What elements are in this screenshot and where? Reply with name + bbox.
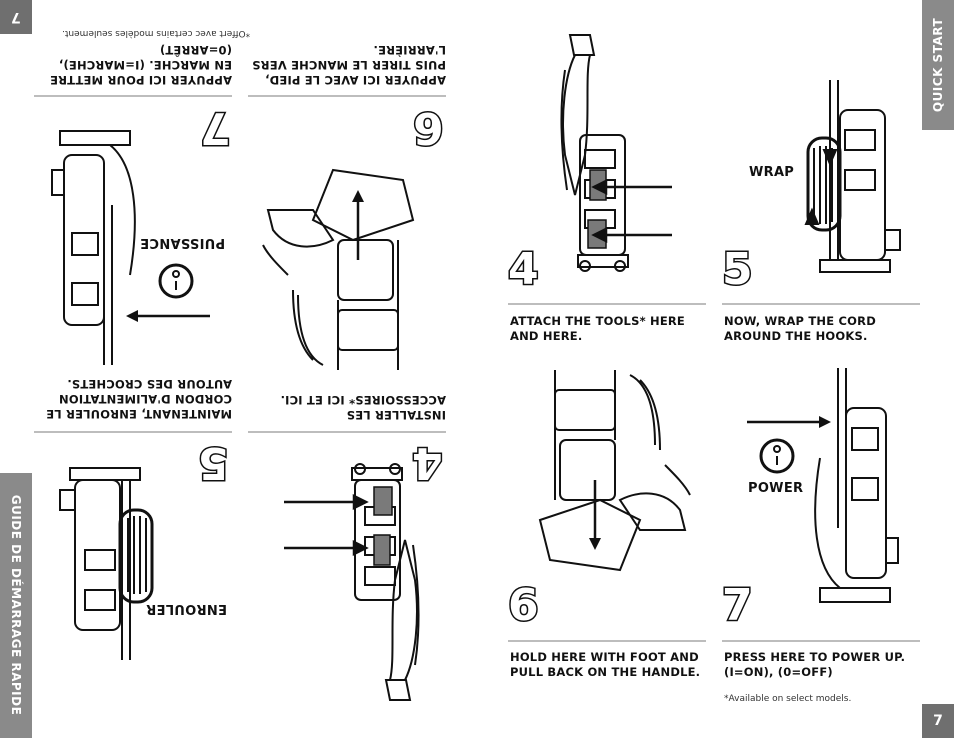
fr-step-6-illustration: [262, 168, 415, 370]
fr-step-6-caption: APPUYER ICI AVEC LE PIED, PUIS TIRER LE …: [246, 42, 446, 87]
step-4-caption: ATTACH THE TOOLS* HERE AND HERE.: [510, 314, 710, 344]
fr-step-6-caption-line-3: L'ARRIÈRE.: [373, 43, 446, 57]
step-4-caption-line-2: AND HERE.: [510, 329, 583, 343]
fr-step-5-caption: MAINTENANT, ENROULER LE CORDON D'ALIMENT…: [32, 376, 232, 421]
puissance-label: PUISSANCE: [140, 235, 226, 250]
fr-step-5-number: 5: [197, 436, 231, 490]
fr-step-5-caption-line-2: CORDON D'ALIMENTATION: [58, 392, 232, 406]
fr-step-7-arrow: [126, 310, 210, 322]
step-6-caption: HOLD HERE WITH FOOT AND PULL BACK ON THE…: [510, 650, 710, 680]
left-page-number: 7: [0, 0, 32, 34]
fr-step-6-number: 6: [412, 101, 446, 155]
fr-step-7-caption-line-3: (0=ARRÊT): [159, 43, 232, 57]
fr-step-4-caption-line-2: ACCESSOIRES* ICI ET ICI.: [280, 393, 446, 407]
quick-start-tab-label: QUICK START: [931, 17, 945, 113]
step-6-caption-line-1: HOLD HERE WITH FOOT AND: [510, 650, 699, 664]
quick-start-tab: QUICK START: [922, 0, 954, 130]
fr-step-7-caption: APPUYER ICI POUR METTRE EN MARCHE. (I=MA…: [32, 42, 232, 87]
fr-step-7-divider: [34, 95, 232, 97]
fr-step-5-caption-line-1: MAINTENANT, ENROULER LE: [46, 407, 232, 421]
fr-step-4-caption: INSTALLER LES ACCESSOIRES* ICI ET ICI.: [246, 392, 446, 422]
power-icon: [759, 438, 795, 474]
step-5-caption-line-1: NOW, WRAP THE CORD: [724, 314, 876, 328]
fr-step-7-number: 7: [199, 101, 233, 155]
right-footnote: *Available on select models.: [724, 694, 852, 704]
step-7-caption-line-2: (I=ON), (0=OFF): [724, 665, 833, 679]
step-5-number: 5: [721, 243, 755, 297]
step-5-caption: NOW, WRAP THE CORD AROUND THE HOOKS.: [724, 314, 924, 344]
step-6-illustration: [538, 370, 691, 572]
power-label: POWER: [748, 481, 804, 496]
fr-step-6-divider: [248, 95, 446, 97]
step-7-caption: PRESS HERE TO POWER UP. (I=ON), (0=OFF): [724, 650, 924, 680]
step-7-illustration: [814, 368, 899, 603]
step-7-arrow: [747, 416, 831, 428]
fr-step-7-caption-line-2: EN MARCHE. (I=MARCHE),: [58, 58, 232, 72]
step-5-divider: [722, 303, 920, 305]
step-6-number: 6: [507, 579, 541, 633]
step-7-number: 7: [721, 579, 755, 633]
fr-step-6-caption-line-1: APPUYER ICI AVEC LE PIED,: [264, 73, 446, 87]
fr-step-4-arrows: [284, 493, 369, 557]
left-footnote: *Offert avec certains modèles seulement.: [62, 28, 251, 38]
guide-tab-label: GUIDE DE DÉMARRAGE RAPIDE: [9, 494, 23, 716]
fr-power-icon: [158, 263, 194, 299]
fr-step-5-illustration: [59, 467, 154, 660]
step-5-illustration: [804, 80, 901, 273]
step-6-caption-line-2: PULL BACK ON THE HANDLE.: [510, 665, 701, 679]
fr-step-7-illustration: [51, 130, 136, 365]
fr-step-4-illustration: [351, 463, 420, 701]
wrap-label: WRAP: [749, 165, 795, 180]
step-4-divider: [508, 303, 706, 305]
step-4-arrows: [591, 178, 672, 244]
guide-tab: GUIDE DE DÉMARRAGE RAPIDE: [0, 473, 32, 738]
fr-step-5-caption-line-3: AUTOUR DES CROCHETS.: [67, 377, 232, 391]
step-7-divider: [722, 640, 920, 642]
step-4-caption-line-1: ATTACH THE TOOLS* HERE: [510, 314, 685, 328]
fr-step-6-caption-line-2: PUIS TIRER LE MANCHE VERS: [252, 58, 446, 72]
right-page-number: 7: [922, 704, 954, 738]
fr-step-4-divider: [248, 431, 446, 433]
enrouler-label: ENROULER: [146, 601, 227, 616]
fr-step-5-divider: [34, 431, 232, 433]
step-4-number: 4: [507, 243, 541, 297]
left-page-number-text: 7: [11, 9, 21, 25]
step-7-caption-line-1: PRESS HERE TO POWER UP.: [724, 650, 906, 664]
step-5-caption-line-2: AROUND THE HOOKS.: [724, 329, 868, 343]
fr-step-4-caption-line-1: INSTALLER LES: [346, 408, 446, 422]
fr-step-7-caption-line-1: APPUYER ICI POUR METTRE: [49, 73, 232, 87]
step-6-divider: [508, 640, 706, 642]
